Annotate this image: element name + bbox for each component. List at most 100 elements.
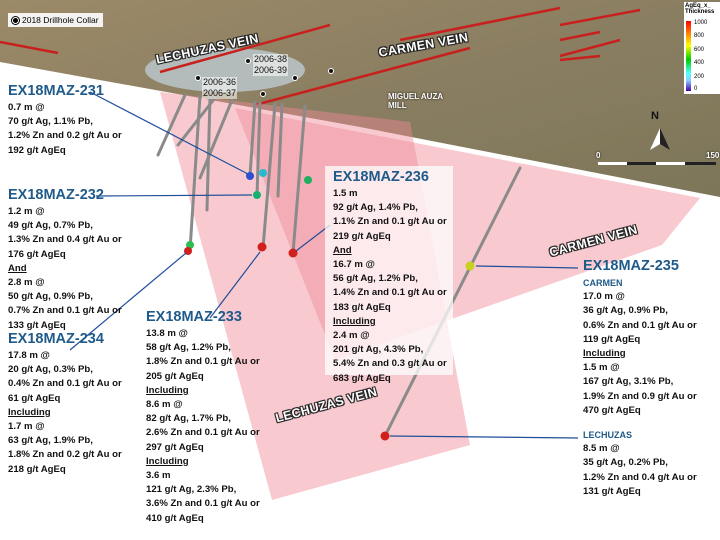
assay-line: 0.7% Zn and 0.1 g/t Au or [8, 305, 122, 317]
assay-line: 1.5 m @ [583, 362, 620, 374]
assay-line: 13.8 m @ [146, 328, 188, 339]
assay-line: 183 g/t AgEq [333, 301, 391, 313]
interval-heading: Including [146, 455, 189, 467]
assay-line: 16.7 m @ [333, 259, 375, 271]
tick: 200 [694, 74, 705, 80]
assay-line: 121 g/t Ag, 2.3% Pb, [146, 484, 237, 496]
tick: 600 [694, 47, 705, 53]
assay-line: 219 g/t AgEq [333, 230, 391, 242]
hole-title: EX18MAZ-233 [146, 309, 242, 325]
tick: 800 [694, 33, 705, 39]
north-arrow-icon [650, 128, 670, 150]
assay-line: 1.8% Zn and 0.1 g/t Au or [146, 356, 260, 368]
hole-233-results: EX18MAZ-233 13.8 m @ 58 g/t Ag, 1.2% Pb, 1.… [146, 308, 260, 526]
assay-line: 1.1% Zn and 0.1 g/t Au or [333, 216, 447, 228]
assay-line: 1.2 m @ [8, 206, 45, 217]
interval-heading: Including [8, 406, 51, 418]
scale-end: 150 [706, 151, 720, 160]
interval-heading: Including [583, 348, 626, 360]
interval-heading: And [8, 262, 27, 274]
assay-line: 297 g/t AgEq [146, 441, 204, 453]
vein-subheading: LECHUZAS [583, 430, 632, 441]
color-scale-legend: AgEq_x_ Thickness 1000 800 600 400 200 0 [684, 2, 720, 94]
satellite-image [0, 0, 720, 197]
assay-line: 36 g/t Ag, 0.9% Pb, [583, 305, 668, 317]
assay-line: 2.6% Zn and 0.1 g/t Au or [146, 427, 260, 439]
assay-line: 0.4% Zn and 0.1 g/t Au or [8, 378, 122, 390]
intercept-236a [304, 176, 312, 184]
assay-line: 470 g/t AgEq [583, 404, 641, 416]
assay-line: 1.2% Zn and 0.4 g/t Au or [583, 471, 697, 483]
north-label: N [651, 110, 659, 122]
interval-heading: Including [146, 384, 189, 396]
assay-line: 49 g/t Ag, 0.7% Pb, [8, 220, 93, 232]
assay-line: 17.0 m @ [583, 291, 625, 303]
hole-title: EX18MAZ-232 [8, 187, 104, 203]
assay-line: 20 g/t Ag, 0.3% Pb, [8, 364, 93, 376]
color-scale-title: AgEq_x_ Thickness [685, 3, 715, 15]
assay-line: 201 g/t Ag, 4.3% Pb, [333, 344, 424, 356]
assay-line: 1.2% Zn and 0.2 g/t Au or [8, 130, 122, 142]
assay-line: 50 g/t Ag, 0.9% Pb, [8, 291, 93, 303]
assay-line: 1.5 m [333, 188, 358, 199]
assay-line: 1.8% Zn and 0.2 g/t Au or [8, 449, 122, 461]
intercept-232 [253, 191, 261, 199]
hole-232-results: EX18MAZ-232 1.2 m @ 49 g/t Ag, 0.7% Pb, 1.3… [8, 186, 122, 333]
assay-line: 1.3% Zn and 0.4 g/t Au or [8, 234, 122, 246]
assay-line: 3.6 m [146, 470, 171, 482]
assay-line: 2.4 m @ [333, 330, 370, 342]
spacer [583, 418, 697, 428]
leader-lines [69, 91, 579, 439]
intercept-236b [288, 248, 298, 258]
tick: 0 [694, 86, 698, 92]
assay-line: 61 g/t AgEq [8, 392, 61, 404]
assay-line: 58 g/t Ag, 1.2% Pb, [146, 342, 231, 354]
collar-legend: 2018 Drillhole Collar [8, 13, 103, 27]
assay-line: 63 g/t Ag, 1.9% Pb, [8, 435, 93, 447]
interval-heading: Including [333, 315, 376, 327]
intercept-233 [257, 242, 267, 252]
assay-line: 1.9% Zn and 0.9 g/t Au or [583, 390, 697, 402]
assay-line: 176 g/t AgEq [8, 248, 66, 260]
intercept-235b [380, 431, 390, 441]
color-ramp [686, 21, 691, 91]
assay-line: 82 g/t Ag, 1.7% Pb, [146, 413, 231, 425]
tick: 400 [694, 60, 705, 66]
interval-heading: And [333, 244, 352, 256]
assay-line: 2.8 m @ [8, 277, 45, 289]
hole-title: EX18MAZ-231 [8, 83, 104, 99]
assay-line: 410 g/t AgEq [146, 512, 204, 524]
vein-subheading: CARMEN [583, 278, 623, 288]
assay-line: 5.4% Zn and 0.3 g/t Au or [333, 358, 447, 370]
hole-title: EX18MAZ-234 [8, 331, 104, 347]
assay-line: 3.6% Zn and 0.1 g/t Au or [146, 498, 260, 510]
hole-title: EX18MAZ-236 [333, 169, 429, 185]
hole-title: EX18MAZ-235 [583, 258, 679, 274]
assay-line: 0.7 m @ [8, 102, 45, 113]
assay-line: 192 g/t AgEq [8, 144, 66, 156]
assay-line: 167 g/t Ag, 3.1% Pb, [583, 376, 674, 388]
tick: 1000 [694, 20, 708, 26]
assay-line: 8.6 m @ [146, 399, 183, 411]
intercepts [184, 169, 475, 441]
assay-line: 92 g/t Ag, 1.4% Pb, [333, 202, 418, 214]
scale-bar [598, 162, 716, 165]
hole-236-panel [325, 166, 453, 375]
assay-line: 119 g/t AgEq [583, 333, 641, 345]
assay-line: 8.5 m @ [583, 443, 620, 455]
assay-line: 205 g/t AgEq [146, 370, 204, 382]
scale-start: 0 [596, 151, 601, 160]
assay-line: 131 g/t AgEq [583, 485, 641, 497]
intercept-235a [465, 261, 475, 271]
hole-236-results: EX18MAZ-236 1.5 m 92 g/t Ag, 1.4% Pb, 1.1% … [333, 168, 447, 386]
collar-icon [12, 16, 19, 24]
vein-traces [0, 6, 641, 107]
assay-line: 56 g/t Ag, 1.2% Pb, [333, 273, 418, 285]
assay-line: 0.6% Zn and 0.1 g/t Au or [583, 319, 697, 331]
assay-line: 35 g/t Ag, 0.2% Pb, [583, 457, 668, 469]
